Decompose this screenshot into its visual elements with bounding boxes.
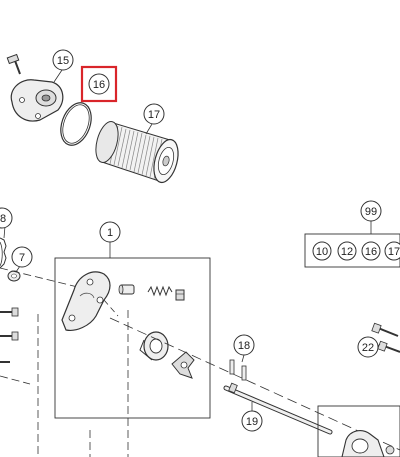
assembly-group-frame — [54, 257, 211, 419]
rotor-part[interactable] — [139, 331, 169, 361]
pump-housing-part[interactable] — [61, 271, 111, 331]
lower-group-frame — [317, 405, 400, 457]
kit-item-12[interactable]: 12 — [337, 241, 357, 261]
callout-16-label: 16 — [93, 79, 105, 91]
callout-15-label: 15 — [57, 55, 69, 67]
callout-8[interactable]: 8 — [0, 207, 13, 239]
oil-filter-part[interactable] — [92, 119, 182, 185]
pressure-valve-part[interactable] — [118, 284, 135, 295]
left-bolts[interactable] — [0, 307, 19, 363]
callout-15[interactable]: 15 — [52, 49, 74, 83]
callout-22-label: 22 — [362, 342, 374, 354]
kit-item-16[interactable]: 16 — [361, 241, 381, 261]
filter-cover-part[interactable] — [10, 79, 64, 122]
spring-part[interactable] — [147, 285, 173, 297]
callout-19[interactable]: 19 — [241, 402, 263, 432]
callout-17-label: 17 — [148, 109, 160, 121]
shaft-part[interactable] — [223, 382, 333, 435]
lower-housing-part[interactable] — [341, 430, 395, 457]
callout-1-label: 1 — [107, 227, 113, 239]
callout-8-label: 8 — [0, 213, 6, 225]
bolt-part[interactable] — [6, 53, 21, 75]
callout-19-label: 19 — [246, 416, 258, 428]
kit-item-16-label: 16 — [365, 246, 377, 258]
kit-item-12-label: 12 — [341, 246, 353, 258]
kit-item-17[interactable]: 17 — [384, 241, 400, 261]
callout-18-label: 18 — [238, 340, 250, 352]
kit-item-10[interactable]: 10 — [312, 241, 332, 261]
callout-18[interactable]: 18 — [233, 334, 255, 363]
callout-99-label: 99 — [365, 206, 377, 218]
callout-17[interactable]: 17 — [143, 103, 165, 135]
callout-16-highlighted[interactable]: 16 — [80, 65, 118, 103]
callout-7-label: 7 — [19, 252, 25, 264]
kit-item-10-label: 10 — [316, 246, 328, 258]
callout-22[interactable]: 22 — [357, 336, 381, 358]
kit-frame — [304, 233, 400, 268]
callout-99[interactable]: 99 — [360, 200, 382, 234]
inner-rotor-part[interactable] — [171, 351, 195, 379]
plug-part[interactable] — [175, 289, 185, 301]
kit-item-17-label: 17 — [388, 246, 400, 258]
gear-part[interactable] — [0, 237, 7, 269]
washer-part[interactable] — [7, 270, 21, 282]
o-ring-part[interactable] — [55, 99, 96, 150]
callout-7[interactable]: 7 — [11, 246, 33, 273]
callout-1[interactable]: 1 — [99, 221, 121, 258]
highlight-box — [80, 65, 118, 103]
dowel-pins-part[interactable] — [229, 359, 247, 381]
